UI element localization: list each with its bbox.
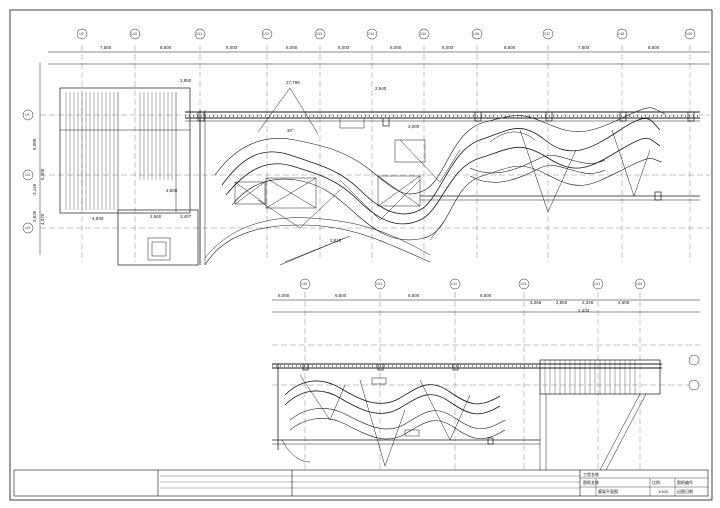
drawing-no-label: 图纸编号 xyxy=(677,479,693,485)
annotation-text: 3,600 xyxy=(166,188,178,193)
dimension-text: 7,500 xyxy=(578,45,590,50)
project-label: 工程名称 xyxy=(583,471,599,477)
annotation-text: 3,000 xyxy=(408,124,420,129)
dimension-text: 8,000 xyxy=(226,45,238,50)
grid-label: 1/14 xyxy=(594,282,600,286)
annotation-text: 2,850 xyxy=(180,78,192,83)
grid-bubble-labels-detail: 1/10 1/11 1/12 1/13 1/14 1/15 xyxy=(301,282,642,286)
annotations: 27,788 4,930 2,560 3,407 2,850 30° 3,815… xyxy=(92,78,420,243)
drawing-label: 图纸名称 xyxy=(583,479,599,485)
dimension-text: 6,000 xyxy=(286,45,298,50)
grid-label: 1/15 xyxy=(420,32,426,36)
grid-label: 1/G xyxy=(25,173,31,177)
grid-label: 1/12 xyxy=(451,282,457,286)
dimension-text: 6,000 xyxy=(390,45,402,50)
grid-label: 1/19 xyxy=(686,32,692,36)
detail-plan xyxy=(272,292,700,471)
grid-bubbles-detail xyxy=(299,278,700,391)
dimension-text: 5,400 xyxy=(40,168,45,180)
dimension-text: 8,500 xyxy=(160,45,172,50)
grid-bubbles-left xyxy=(22,109,34,234)
annotation-text: 3,407 xyxy=(180,214,192,219)
annotation-text: 2,940 xyxy=(375,86,387,91)
grid-bubble-labels-top: 1/9 1/10 1/11 1/12 1/13 1/14 1/15 1/16 1… xyxy=(79,32,692,36)
top-plan xyxy=(40,45,710,266)
grid-label: 1/11 xyxy=(196,32,202,36)
dimension-text: 6,500 xyxy=(408,293,420,298)
grid-label: 1/10 xyxy=(131,32,137,36)
dimension-text: 7,500 xyxy=(100,45,112,50)
grid-label: 1/17 xyxy=(544,32,550,36)
annotation-text: 30° xyxy=(287,128,294,133)
dimension-text: 3,145 xyxy=(32,183,37,195)
annotation-text: 3,815 xyxy=(330,238,342,243)
drawing-name: 廊架平面图 xyxy=(598,488,618,494)
dimension-text: 4,500 xyxy=(618,300,630,305)
grid-bubble-labels-left: 1/F 1/G 1/H xyxy=(25,113,31,230)
detail-dimensions: 6,000 6,500 6,500 6,500 3,266 2,860 2,34… xyxy=(278,293,630,313)
dimension-text: 6,500 xyxy=(480,293,492,298)
scale-value: 1/100 xyxy=(658,489,669,494)
dimension-text: 4,370 xyxy=(40,213,45,225)
date-label: 出图日期 xyxy=(677,488,693,494)
scale-label: 比例 xyxy=(652,479,660,485)
grid-label: 1/18 xyxy=(618,32,624,36)
dimension-text: 2,635 xyxy=(32,210,37,222)
annotation-text: 27,788 xyxy=(286,80,300,85)
grid-label: 1/10 xyxy=(301,282,307,286)
dimension-text: 6,000 xyxy=(278,293,290,298)
grid-label: 1/14 xyxy=(368,32,374,36)
dimension-text: 6,000 xyxy=(442,45,454,50)
dimension-text: 2,434 xyxy=(578,308,590,313)
grid-label: 1/16 xyxy=(473,32,479,36)
grid-label: 1/15 xyxy=(636,282,642,286)
title-block xyxy=(13,469,709,497)
dimension-text: 8,500 xyxy=(504,45,516,50)
sheet-border xyxy=(9,9,713,501)
grid-label: 1/H xyxy=(25,226,31,230)
grid-bubbles-top xyxy=(76,28,696,40)
top-dimensions: 7,500 8,500 8,000 6,000 6,000 6,000 6,00… xyxy=(100,45,660,50)
grid-label: 1/12 xyxy=(263,32,269,36)
dimension-text: 3,266 xyxy=(530,300,542,305)
dimension-text: 6,500 xyxy=(335,293,347,298)
dimension-text: 6,000 xyxy=(338,45,350,50)
grid-label: 1/11 xyxy=(376,282,382,286)
dimension-text: 2,860 xyxy=(556,300,568,305)
dimension-text: 8,500 xyxy=(648,45,660,50)
grid-label: 1/13 xyxy=(316,32,322,36)
grid-label: 1/13 xyxy=(520,282,526,286)
left-dimensions: 6,000 5,400 3,145 4,370 2,635 xyxy=(32,138,45,225)
dimension-text: 2,349 xyxy=(582,300,594,305)
annotation-text: 4,930 xyxy=(92,216,104,221)
dimension-text: 6,000 xyxy=(32,138,37,150)
grid-label: 1/9 xyxy=(79,32,84,36)
annotation-text: 2,560 xyxy=(150,214,162,219)
title-block-text: 工程名称 图纸名称 廊架平面图 图纸编号 比例 1/100 出图日期 xyxy=(583,471,693,494)
grid-label: 1/F xyxy=(25,113,30,117)
